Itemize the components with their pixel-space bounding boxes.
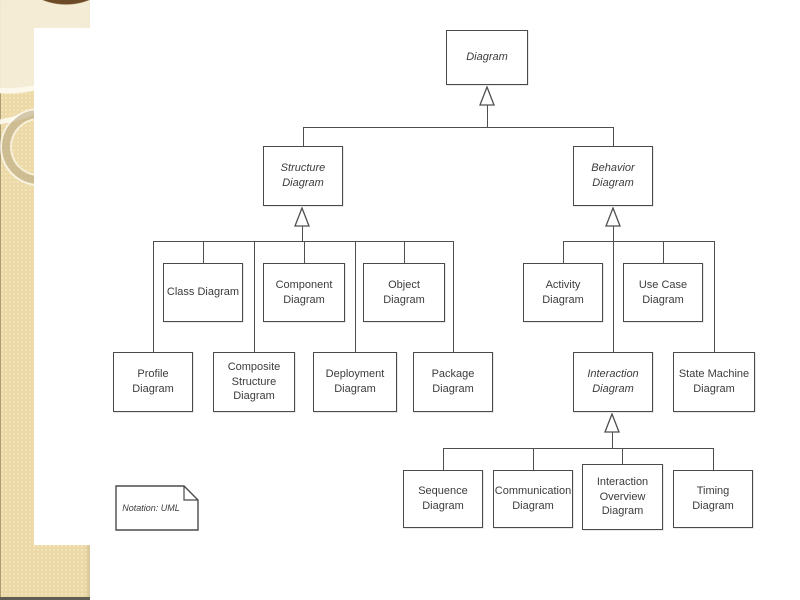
- connector-rail-behavior: [563, 241, 714, 242]
- connector-line: [453, 241, 454, 352]
- connector-line: [613, 127, 614, 146]
- node-interaction-overview-diagram: Interaction Overview Diagram: [582, 464, 663, 530]
- generalization-arrow-icon: [605, 207, 621, 227]
- connector-line: [613, 226, 614, 241]
- strip-bottom-edge: [0, 597, 90, 600]
- node-profile-diagram: Profile Diagram: [113, 352, 193, 412]
- node-package-diagram: Package Diagram: [413, 352, 493, 412]
- generalization-arrow-icon: [294, 207, 310, 227]
- connector-line: [533, 448, 534, 470]
- node-activity-diagram: Activity Diagram: [523, 263, 603, 322]
- connector-line: [355, 241, 356, 352]
- connector-line: [153, 241, 154, 352]
- node-sequence-diagram: Sequence Diagram: [403, 470, 483, 528]
- node-behavior-diagram: Behavior Diagram: [573, 146, 653, 206]
- connector-line: [304, 241, 305, 263]
- node-timing-diagram: Timing Diagram: [673, 470, 753, 528]
- generalization-arrow-icon: [604, 413, 620, 433]
- connector-line: [663, 241, 664, 263]
- connector-line: [254, 241, 255, 352]
- notation-note: Notation: UML: [115, 485, 199, 531]
- node-use-case-diagram: Use Case Diagram: [623, 263, 703, 322]
- node-interaction-diagram: Interaction Diagram: [573, 352, 653, 412]
- node-class-diagram: Class Diagram: [163, 263, 243, 322]
- node-deployment-diagram: Deployment Diagram: [313, 352, 397, 412]
- node-diagram: Diagram: [446, 30, 528, 85]
- connector-rail-top: [303, 127, 614, 128]
- node-communication-diagram: Communication Diagram: [493, 470, 573, 528]
- connector-rail-structure: [153, 241, 454, 242]
- connector-rail-interaction: [443, 448, 714, 449]
- node-composite-structure-diagram: Composite Structure Diagram: [213, 352, 295, 412]
- node-state-machine-diagram: State Machine Diagram: [673, 352, 755, 412]
- connector-line: [302, 226, 303, 241]
- connector-line: [404, 241, 405, 263]
- notation-note-label: Notation: UML: [122, 503, 180, 513]
- node-object-diagram: Object Diagram: [363, 263, 445, 322]
- connector-line: [714, 241, 715, 352]
- generalization-arrow-icon: [479, 86, 495, 106]
- node-structure-diagram: Structure Diagram: [263, 146, 343, 206]
- connector-line: [622, 448, 623, 464]
- note-shape-icon: [115, 485, 199, 531]
- connector-line: [713, 448, 714, 470]
- connector-line: [443, 448, 444, 470]
- connector-line: [613, 241, 614, 352]
- connector-line: [563, 241, 564, 263]
- connector-line: [612, 432, 613, 448]
- connector-line: [303, 127, 304, 146]
- connector-line: [203, 241, 204, 263]
- connector-line: [487, 105, 488, 127]
- node-component-diagram: Component Diagram: [263, 263, 345, 322]
